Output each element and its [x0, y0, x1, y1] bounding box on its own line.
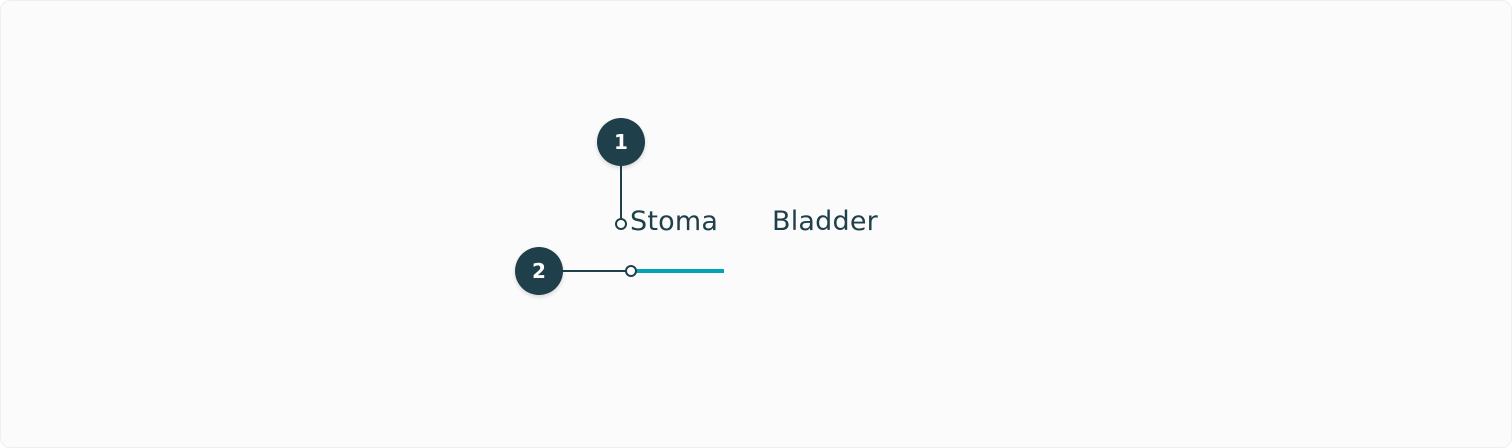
callout-1-anchor-dot	[615, 218, 627, 230]
callout-badge-1: 1	[597, 118, 645, 166]
selected-tab-indicator	[633, 269, 724, 273]
tab-bladder[interactable]: Bladder	[772, 206, 878, 237]
callout-badge-2: 2	[515, 247, 563, 295]
tab-stoma[interactable]: Stoma	[630, 206, 719, 237]
callout-1-leader-line	[620, 165, 622, 219]
callout-2-anchor-dot	[625, 265, 637, 277]
callout-2-leader-line	[561, 270, 626, 272]
